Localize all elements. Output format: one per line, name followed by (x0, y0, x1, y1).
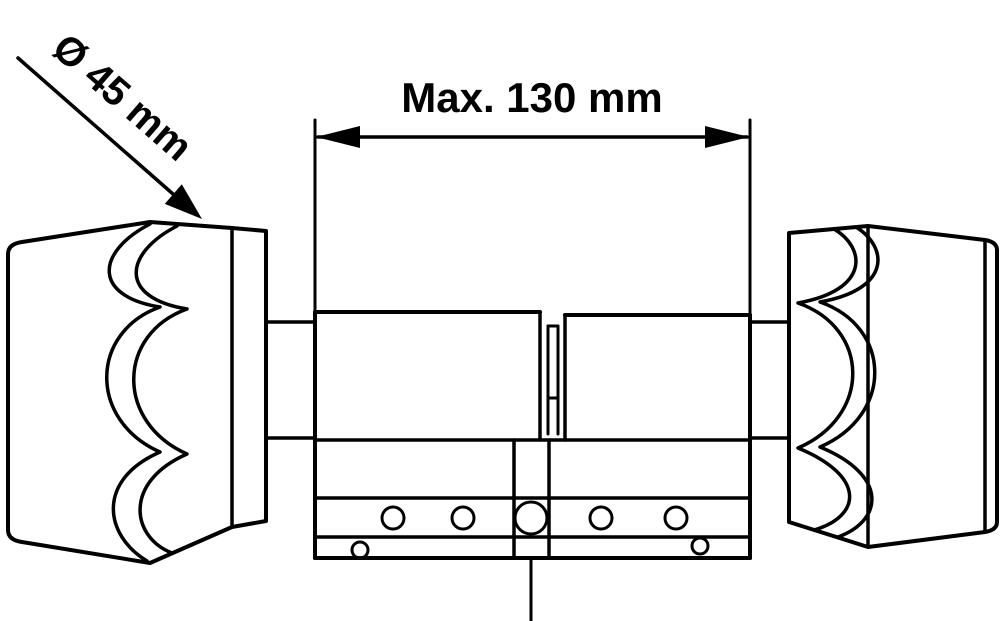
left-knob-grip-contour-outer (105, 222, 162, 563)
max-length-label: Max. 130 mm (401, 74, 662, 121)
max-length-dimension: Max. 130 mm (313, 74, 752, 315)
dimension-arrowhead-left-icon (316, 126, 360, 148)
left-neck (264, 320, 317, 440)
small-hole-left (350, 540, 370, 560)
pin-hole-2 (450, 505, 476, 531)
cylinder-body (313, 310, 752, 621)
small-hole-right (690, 536, 710, 556)
left-knob-grip-contour-inner (132, 224, 189, 555)
pin-hole-3 (588, 505, 614, 531)
left-knob (6, 220, 268, 565)
right-neck (748, 320, 791, 440)
pin-hole-1 (380, 505, 406, 531)
diameter-leader-line (16, 56, 175, 196)
dimension-arrowhead-right-icon (705, 126, 749, 148)
pin-hole-4 (663, 505, 689, 531)
right-knob-grip-contour-inner (818, 225, 880, 539)
right-knob (787, 224, 999, 549)
diameter-arrowhead-icon (164, 184, 202, 219)
left-knob-outline (6, 220, 268, 565)
right-knob-grip-contour-outer (796, 227, 858, 532)
center-screw-hole (513, 500, 549, 536)
